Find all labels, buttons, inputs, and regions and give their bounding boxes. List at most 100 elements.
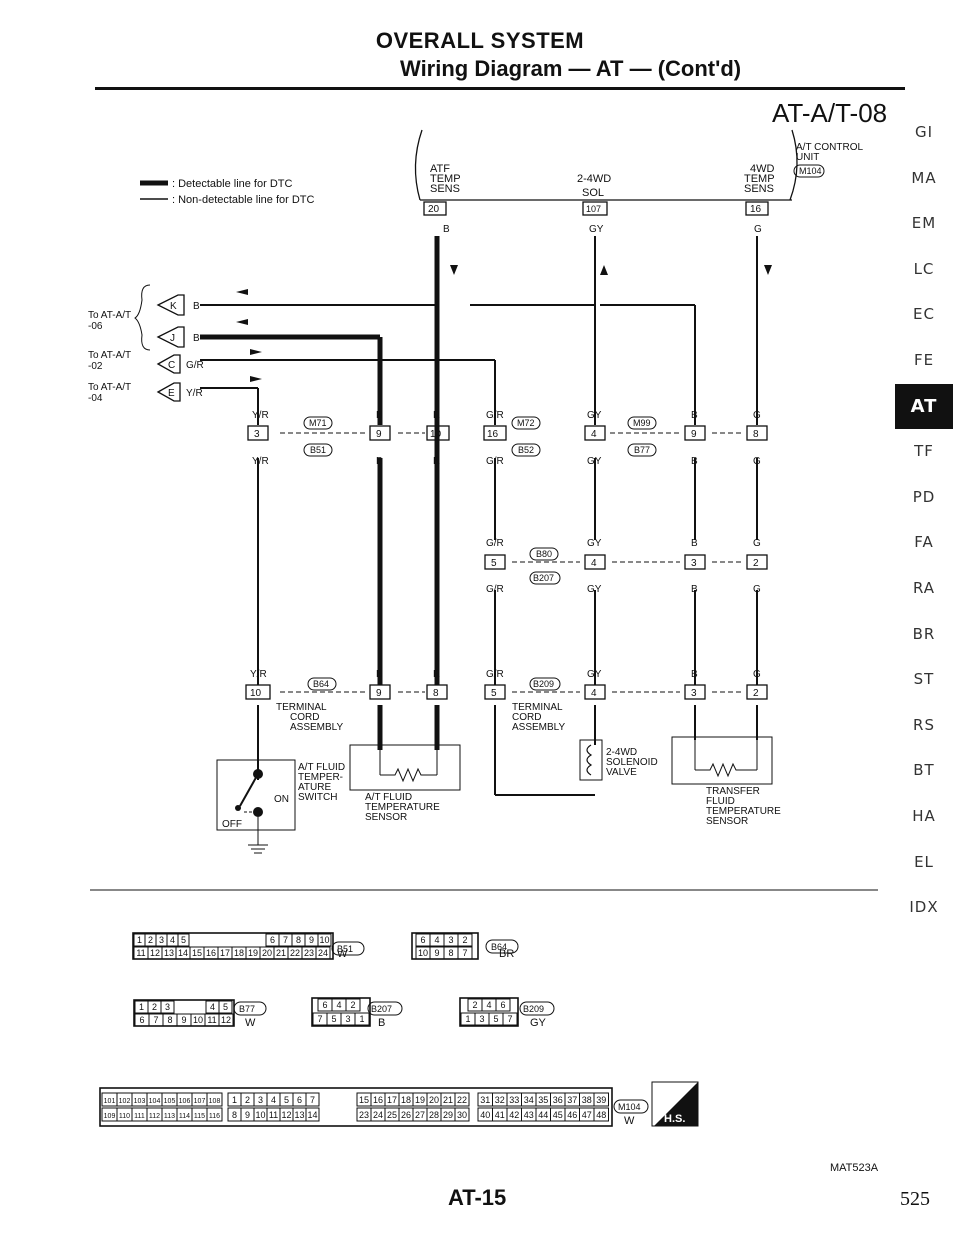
connector-pin-label: 20 (429, 1095, 439, 1105)
connector-pin-label: 14 (178, 948, 188, 958)
cu-pin3-l1: 4WD (750, 163, 775, 175)
page-title: OVERALL SYSTEM (375, 28, 585, 53)
connector-pin-label: 110 (119, 1113, 130, 1120)
section-tab-tf[interactable]: TF (914, 442, 934, 461)
svg-text:Y/R: Y/R (252, 410, 269, 421)
section-tab-idx[interactable]: IDX (909, 898, 939, 917)
cu-pin1-l1: ATF (430, 163, 450, 175)
svg-text:2: 2 (753, 558, 759, 569)
row1-top-wires: Y/R B R G/R GY B G (252, 410, 761, 421)
connector-pin-label: 3 (165, 1002, 170, 1012)
section-tab-st[interactable]: ST (913, 670, 935, 689)
connector-pin-label: 25 (387, 1110, 397, 1120)
svg-text:G/R: G/R (486, 456, 504, 467)
solenoid-valve (579, 739, 603, 781)
connector-pin-label: 2 (245, 1095, 250, 1105)
connector-pin-label: 109 (104, 1113, 116, 1120)
svg-text:G: G (753, 456, 761, 467)
connector-m104-id: M104 (613, 1099, 649, 1114)
page-subtitle: Wiring Diagram — AT — (Cont'd) (400, 56, 742, 81)
connector-pin-label: 9 (245, 1110, 250, 1120)
svg-text:FLUID: FLUID (706, 796, 735, 807)
fluid-temp-sensor-label: A/T FLUID TEMPERATURE SENSOR (365, 792, 440, 823)
connector-pin-label: 1 (139, 1002, 144, 1012)
section-tab-fe[interactable]: FE (913, 350, 935, 369)
harness-side-icon: H.S. (651, 1081, 699, 1127)
connector-pin-label: 103 (134, 1098, 146, 1105)
offpage-to02-suffix: -02 (88, 361, 103, 372)
offpage-brace (134, 284, 151, 351)
svg-text:5: 5 (491, 558, 497, 569)
connector-pin-label: 15 (192, 948, 202, 958)
section-tab-pd[interactable]: PD (912, 487, 936, 506)
connector-pin-label: 9 (309, 935, 314, 945)
section-tab-em[interactable]: EM (911, 214, 937, 233)
section-tab-at[interactable]: AT (895, 383, 953, 430)
connector-pin-label: 39 (596, 1095, 606, 1105)
svg-text:SOLENOID: SOLENOID (606, 757, 658, 768)
connector-pin-label: 105 (164, 1098, 176, 1105)
cu-pin1-l2: TEMP (430, 173, 461, 185)
section-tab-gi[interactable]: GI (914, 123, 934, 141)
svg-text:B52: B52 (518, 445, 534, 455)
switch-on-label: ON (274, 794, 289, 805)
section-tab-lc[interactable]: LC (913, 259, 935, 278)
connector-pin-label: 12 (150, 948, 160, 958)
section-tab-ma[interactable]: MA (911, 168, 937, 187)
connector-pin-label: 18 (234, 948, 244, 958)
cu-pin2-l1: 2-4WD (577, 173, 611, 185)
connector-pin-label: 4 (486, 1000, 491, 1010)
connector-pin-label: 6 (270, 935, 275, 945)
connector-pin-label: 10 (255, 1110, 265, 1120)
connector-pin-label: 12 (221, 1015, 231, 1025)
section-tab-ha[interactable]: HA (912, 806, 936, 825)
section-tab-ra[interactable]: RA (912, 578, 936, 597)
svg-text:4: 4 (591, 558, 597, 569)
svg-text:TRANSFER: TRANSFER (706, 786, 760, 797)
section-tab-el[interactable]: EL (914, 852, 934, 871)
connector-pin-label: 5 (223, 1002, 228, 1012)
connector-pin-label: 7 (462, 948, 467, 958)
section-tab-fa[interactable]: FA (914, 533, 934, 552)
connector-pin-label: 23 (359, 1110, 369, 1120)
transfer-fluid-temp-sensor (671, 736, 773, 785)
transfer-fluid-temp-sensor-label: TRANSFER FLUID TEMPERATURE SENSOR (706, 786, 781, 827)
cu-wire-b: B (443, 224, 450, 235)
row2-pins: 5 4 3 2 (484, 554, 768, 570)
svg-text:TEMPER-: TEMPER- (298, 772, 343, 783)
svg-text:GY: GY (587, 456, 602, 467)
connector-pin-label: 6 (297, 1095, 302, 1105)
connector-pin-label: 6 (420, 935, 425, 945)
section-tab-bt[interactable]: BT (913, 761, 935, 780)
offpage-to04: To AT-A/T (88, 382, 131, 393)
connector-b207-id: B207 (367, 1001, 403, 1016)
section-tab-rs[interactable]: RS (913, 715, 935, 734)
svg-text:G: G (753, 584, 761, 595)
connector-pin-label: 7 (317, 1014, 322, 1024)
connector-pin-label: 8 (448, 948, 453, 958)
svg-text:R: R (433, 456, 440, 467)
connector-pin-label: 47 (582, 1110, 592, 1120)
connector-pin-label: 101 (104, 1098, 116, 1105)
connector-pin-label: 108 (209, 1098, 221, 1105)
connector-b77-color: W (245, 1017, 256, 1029)
svg-text:Y/R: Y/R (252, 456, 269, 467)
connector-pin-label: 6 (322, 1000, 327, 1010)
svg-text:9: 9 (376, 688, 382, 699)
connector-pin-label: 15 (359, 1095, 369, 1105)
svg-text:3: 3 (691, 558, 697, 569)
connector-pin-label: 9 (181, 1015, 186, 1025)
offpage-to02: To AT-A/T (88, 350, 131, 361)
connector-pin-label: 21 (276, 948, 286, 958)
section-tab-ec[interactable]: EC (913, 305, 935, 324)
row2-top-wires: G/R GY B G (486, 538, 761, 549)
svg-text:G: G (753, 410, 761, 421)
control-unit-label-2: UNIT (796, 152, 819, 163)
svg-text:5: 5 (491, 688, 497, 699)
svg-text:GY: GY (587, 584, 602, 595)
cu-pin3-l2: TEMP (744, 173, 775, 185)
section-tab-br[interactable]: BR (912, 624, 936, 643)
